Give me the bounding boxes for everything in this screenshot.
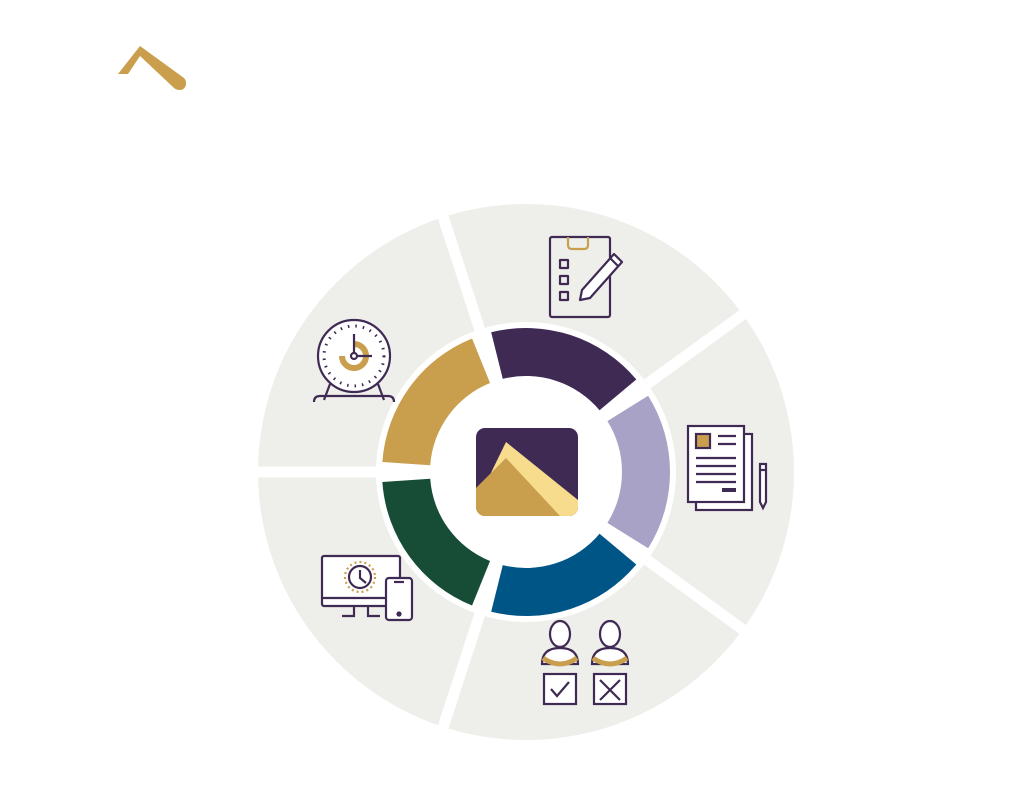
outer-separator	[434, 612, 485, 740]
ring-segment-multi-device	[382, 478, 491, 606]
outer-separator	[644, 555, 756, 642]
outer-separator	[644, 302, 756, 389]
ring-segment-timing	[382, 338, 491, 466]
inner-ring	[382, 327, 670, 616]
center-logo	[476, 428, 578, 516]
brand-logo	[118, 46, 187, 90]
ring-segment-planning-checklist	[491, 327, 637, 411]
ring-segment-documents	[607, 395, 670, 549]
segment-icons	[312, 235, 768, 706]
outer-separator	[434, 204, 485, 332]
people-approve-reject-icon	[540, 619, 630, 706]
desk-clock-icon	[312, 318, 396, 403]
ring-segment-approval-decision	[491, 533, 637, 616]
mountain-logo-icon	[476, 442, 578, 516]
chevron-mark-icon	[118, 46, 187, 90]
clipboard-checklist-icon	[548, 235, 624, 319]
devices-clock-icon	[320, 554, 414, 622]
documents-pen-icon	[686, 424, 768, 512]
